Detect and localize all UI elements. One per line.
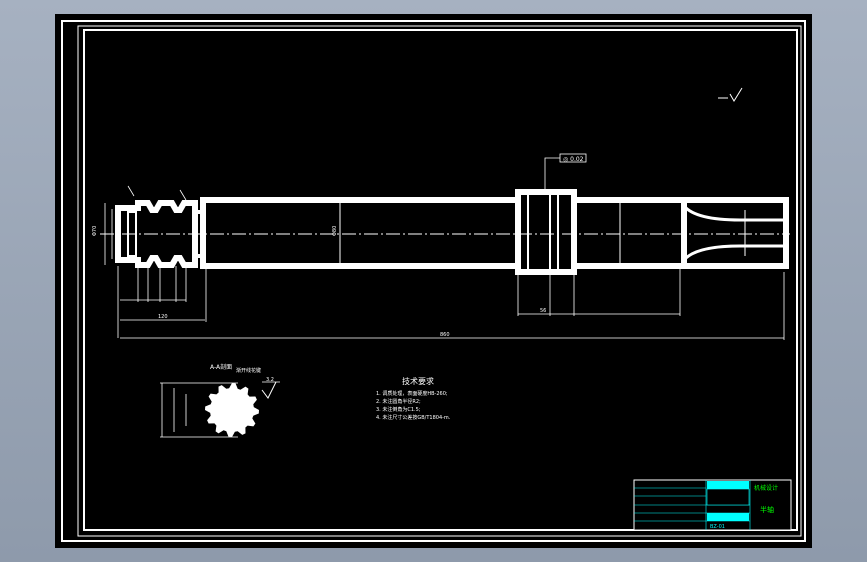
section-label: A-A剖面 — [210, 363, 232, 371]
dim-end-length: 120 — [158, 314, 168, 320]
tech-req-item-1: 1. 调质处理，表面硬度HB-260; — [376, 390, 448, 397]
title-block-title: 半轴 — [760, 505, 774, 514]
tech-req-item-3: 3. 未注倒角为C1.5; — [376, 406, 421, 413]
frame-border-2 — [83, 29, 798, 531]
dim-shaft-dia: Φ80 — [332, 226, 338, 236]
frame-border-1 — [77, 25, 802, 537]
tech-req-item-4: 4. 未注尺寸公差按GB/T1804-m. — [376, 414, 451, 421]
general-roughness-symbol — [718, 87, 743, 102]
section-view-a-a: A-A剖面 渐开线花键 3.2 — [160, 363, 280, 438]
dim-flange-width: 56 — [540, 308, 546, 314]
title-block-fill-2 — [707, 513, 749, 521]
hollow-end — [684, 197, 789, 269]
title-block-fill-1 — [707, 481, 749, 489]
tech-req-item-2: 2. 未注圆角半径R2; — [376, 398, 421, 405]
title-block-drawing-no: BZ-01 — [710, 524, 725, 530]
geometric-tolerance-frame: ◎ 0.02 — [559, 153, 587, 163]
shaft-right — [571, 197, 687, 269]
dim-overall-length: 860 — [440, 332, 450, 338]
drawing-paper — [55, 14, 812, 548]
section-roughness-symbol: 3.2 — [261, 377, 280, 399]
tolerance-text: ◎ 0.02 — [563, 156, 584, 163]
title-block-company: 机械设计 — [754, 484, 778, 492]
shaft-main-view — [100, 189, 790, 275]
section-note: 渐开线花键 — [236, 367, 261, 374]
spline-cross-section — [205, 383, 259, 437]
tech-requirements: 技术要求 1. 调质处理，表面硬度HB-260; 2. 未注圆角半径R2; 3.… — [376, 376, 451, 421]
title-block: 机械设计 半轴 BZ-01 — [633, 479, 792, 531]
spline-outline — [205, 383, 259, 437]
tech-req-heading: 技术要求 — [402, 376, 434, 386]
roughness-value: 3.2 — [266, 377, 274, 383]
dim-spline-dia: Φ70 — [92, 226, 98, 236]
outer-border — [61, 20, 806, 542]
dimension-lines — [104, 157, 785, 340]
spline-end — [115, 200, 198, 268]
dimension-texts: 860 Φ70 Φ80 56 120 — [92, 226, 546, 338]
